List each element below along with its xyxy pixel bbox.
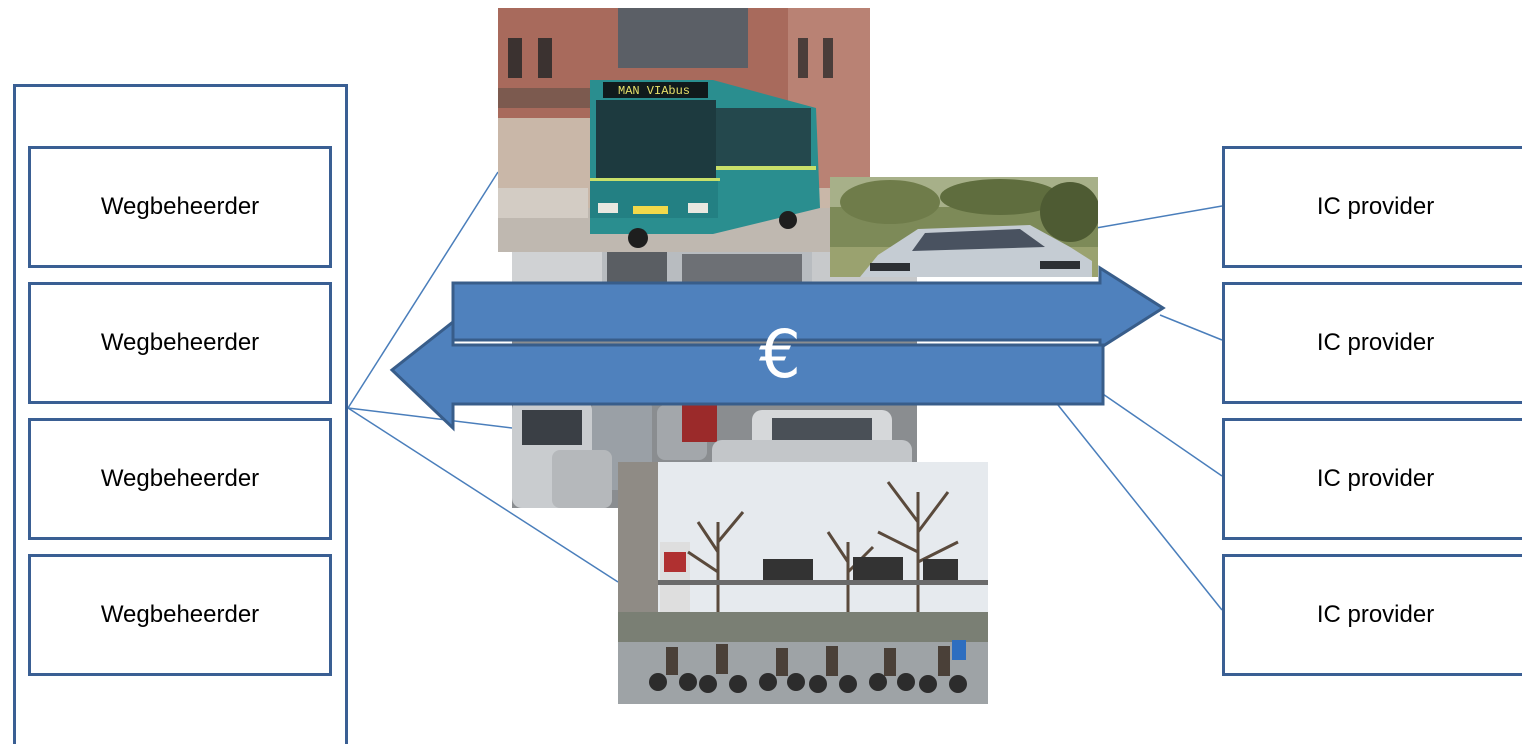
connector-line: [1095, 205, 1223, 229]
connector-line: [1057, 404, 1223, 611]
box-label: IC provider: [1316, 465, 1435, 492]
connector-line: [347, 407, 513, 429]
ic-provider-box: IC provider: [1222, 554, 1522, 676]
arrow-right-icon: [451, 265, 1166, 351]
ic-provider-box: IC provider: [1222, 282, 1522, 404]
box-label: IC provider: [1316, 329, 1435, 356]
box-label: Wegbeheerder: [100, 465, 260, 492]
connector-line: [347, 171, 499, 409]
arrow-left-icon: [389, 318, 1105, 432]
wegbeheerder-box: Wegbeheerder: [28, 146, 332, 268]
bus-at-station-photo: MAN VIAbus: [498, 8, 870, 252]
ic-provider-box: IC provider: [1222, 418, 1522, 540]
wegbeheerder-box: Wegbeheerder: [28, 418, 332, 540]
connector-line: [347, 407, 619, 583]
connector-line: [1159, 314, 1223, 341]
bus-destination-display: MAN VIAbus: [618, 84, 690, 98]
silver-car-photo: [830, 177, 1098, 277]
euro-symbol: €: [759, 316, 801, 393]
ic-provider-box: IC provider: [1222, 146, 1522, 268]
box-label: Wegbeheerder: [100, 601, 260, 628]
box-label: IC provider: [1316, 601, 1435, 628]
box-label: IC provider: [1316, 193, 1435, 220]
cyclists-crossing-photo: [618, 462, 988, 704]
box-label: Wegbeheerder: [100, 329, 260, 356]
wegbeheerder-box: Wegbeheerder: [28, 282, 332, 404]
wegbeheerder-box: Wegbeheerder: [28, 554, 332, 676]
connector-line: [1099, 391, 1223, 477]
box-label: Wegbeheerder: [100, 193, 260, 220]
